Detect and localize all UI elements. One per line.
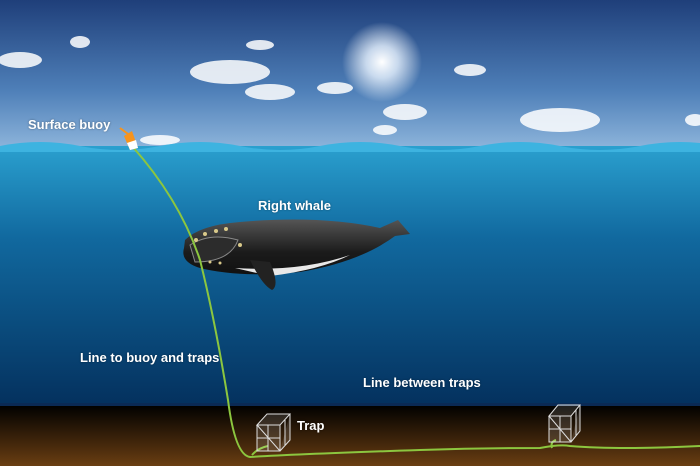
sun bbox=[342, 22, 422, 102]
waves bbox=[0, 142, 700, 152]
fishing-line bbox=[131, 145, 700, 459]
trap-icon bbox=[547, 404, 582, 443]
line-to-buoy-label: Line to buoy and traps bbox=[80, 350, 220, 365]
trap-label: Trap bbox=[297, 418, 325, 433]
clouds bbox=[0, 36, 700, 145]
seafloor bbox=[0, 405, 700, 466]
trap-icon bbox=[255, 413, 292, 452]
line-between-traps-label: Line between traps bbox=[363, 375, 481, 390]
right-whale-illustration bbox=[183, 219, 410, 290]
water bbox=[0, 146, 700, 408]
buoy-icon bbox=[119, 127, 138, 150]
right-whale-label: Right whale bbox=[258, 198, 331, 213]
surface-buoy-label: Surface buoy bbox=[28, 117, 111, 132]
